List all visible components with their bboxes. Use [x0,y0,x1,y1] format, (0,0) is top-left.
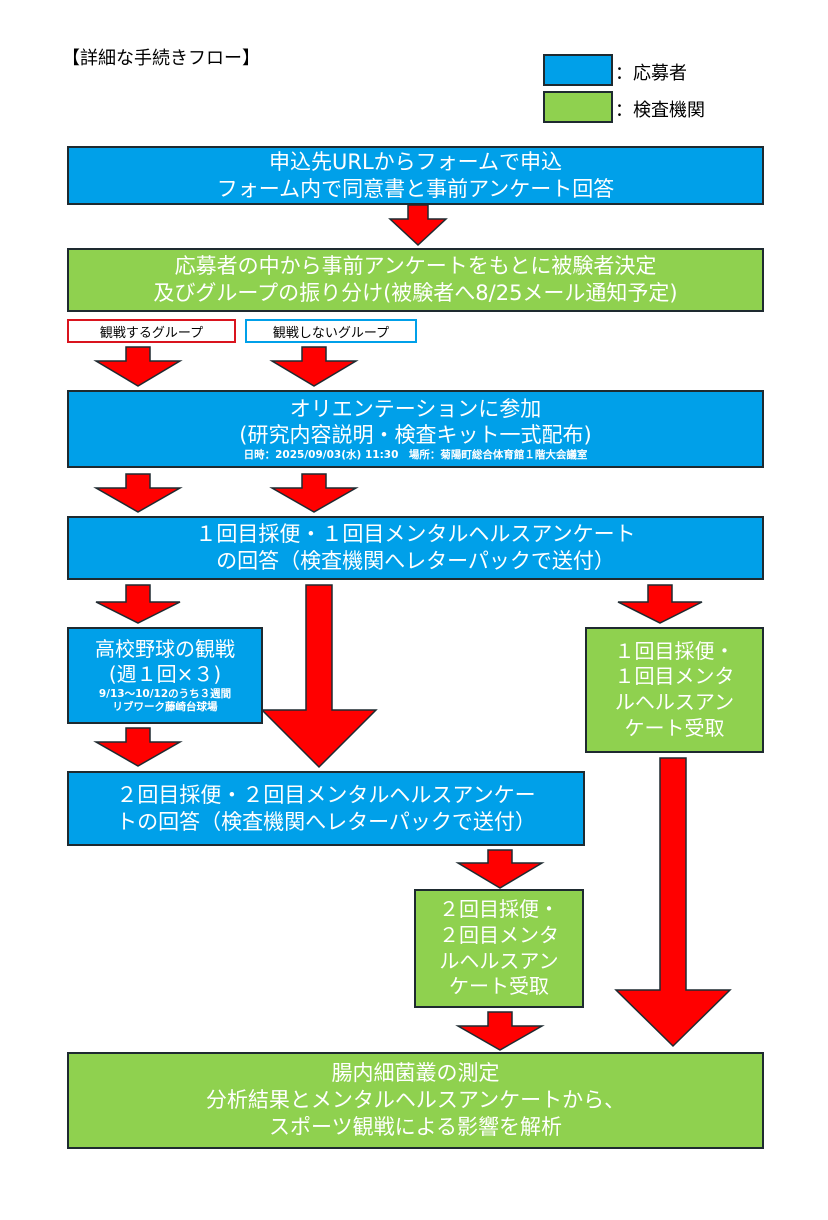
arrow-down [269,473,359,513]
step-first-receive-line1: １回目採便・ [614,638,735,663]
step-first-sample-line1: １回目採便・１回目メンタルヘルスアンケート [195,522,636,547]
group-tag-no-watch: 観戦しないグループ [245,319,417,343]
legend-label-applicant: ：応募者 [615,63,687,84]
legend-swatch-applicant [543,54,613,86]
step-analysis-line1: 腸内細菌叢の測定 [331,1061,500,1086]
legend-swatch-lab [543,91,613,123]
step-watching-note1: 9/13〜10/12のうち３週間 [98,687,232,700]
step-second-receive-line3: ルヘルスアン [439,948,559,973]
group-tag-watch: 観戦するグループ [67,319,236,343]
step-watching: 高校野球の観戦 (週１回×３) 9/13〜10/12のうち３週間 リブワーク藤崎… [67,627,263,724]
arrow-down [260,584,378,769]
step-second-receive-line2: ２回目メンタ [439,922,559,947]
step-analysis-line3: スポーツ観戦による影響を解析 [269,1114,562,1139]
arrow-down [269,346,359,387]
step-orientation: オリエンテーションに参加 (研究内容説明・検査キット一式配布) 日時：2025/… [67,390,764,468]
step-apply-line2: フォーム内で同意書と事前アンケート回答 [216,176,615,201]
arrow-down [388,204,448,247]
step-first-receive-line3: ルヘルスアン [614,690,735,714]
step-first-receive: １回目採便・ １回目メンタ ルヘルスアン ケート受取 [585,627,764,753]
step-analysis-line2: 分析結果とメンタルヘルスアンケートから、 [205,1088,626,1113]
step-second-sample-line1: ２回目採便・２回目メンタルヘルスアンケー [116,782,536,807]
arrow-down [617,584,703,624]
arrow-down [95,584,181,624]
step-second-receive: ２回目採便・ ２回目メンタ ルヘルスアン ケート受取 [414,889,584,1008]
step-first-receive-line2: １回目メンタ [614,664,735,689]
step-select-line2: 及びグループの振り分け(被験者へ8/25メール通知予定) [153,281,678,305]
legend-label-lab: ：検査機関 [615,100,705,121]
step-second-receive-line4: ケート受取 [449,974,549,999]
step-watching-line2: (週１回×３) [108,662,222,687]
arrow-down [455,849,545,889]
step-watching-line1: 高校野球の観戦 [95,636,235,661]
arrow-down [93,473,183,513]
step-select-line1: 応募者の中から事前アンケートをもとに被験者決定 [174,254,657,279]
step-watching-note2: リブワーク藤崎台球場 [112,701,218,714]
arrow-down [614,757,732,1048]
step-first-sample-line2: の回答（検査機関へレターパックで送付） [216,549,615,573]
arrow-down [93,346,183,387]
step-second-sample-line2: トの回答（検査機関へレターパックで送付） [116,809,536,834]
step-orientation-note: 日時：2025/09/03(水) 11:30 場所：菊陽町総合体育館１階大会議室 [243,449,588,462]
step-apply-line1: 申込先URLからフォームで申込 [268,149,563,174]
step-select: 応募者の中から事前アンケートをもとに被験者決定 及びグループの振り分け(被験者へ… [67,248,764,312]
step-orientation-line2: (研究内容説明・検査キット一式配布) [239,423,592,448]
step-apply: 申込先URLからフォームで申込 フォーム内で同意書と事前アンケート回答 [67,146,764,205]
step-second-receive-line1: ２回目採便・ [439,897,559,922]
step-second-sample: ２回目採便・２回目メンタルヘルスアンケー トの回答（検査機関へレターパックで送付… [67,771,585,846]
step-orientation-line1: オリエンテーションに参加 [289,396,542,421]
step-first-sample: １回目採便・１回目メンタルヘルスアンケート の回答（検査機関へレターパックで送付… [67,516,764,580]
step-analysis: 腸内細菌叢の測定 分析結果とメンタルヘルスアンケートから、 スポーツ観戦による影… [67,1052,764,1149]
arrow-down [93,727,183,767]
page-title: 【詳細な手続きフロー】 [62,48,260,69]
step-first-receive-line4: ケート受取 [624,715,725,740]
arrow-down [455,1011,545,1051]
